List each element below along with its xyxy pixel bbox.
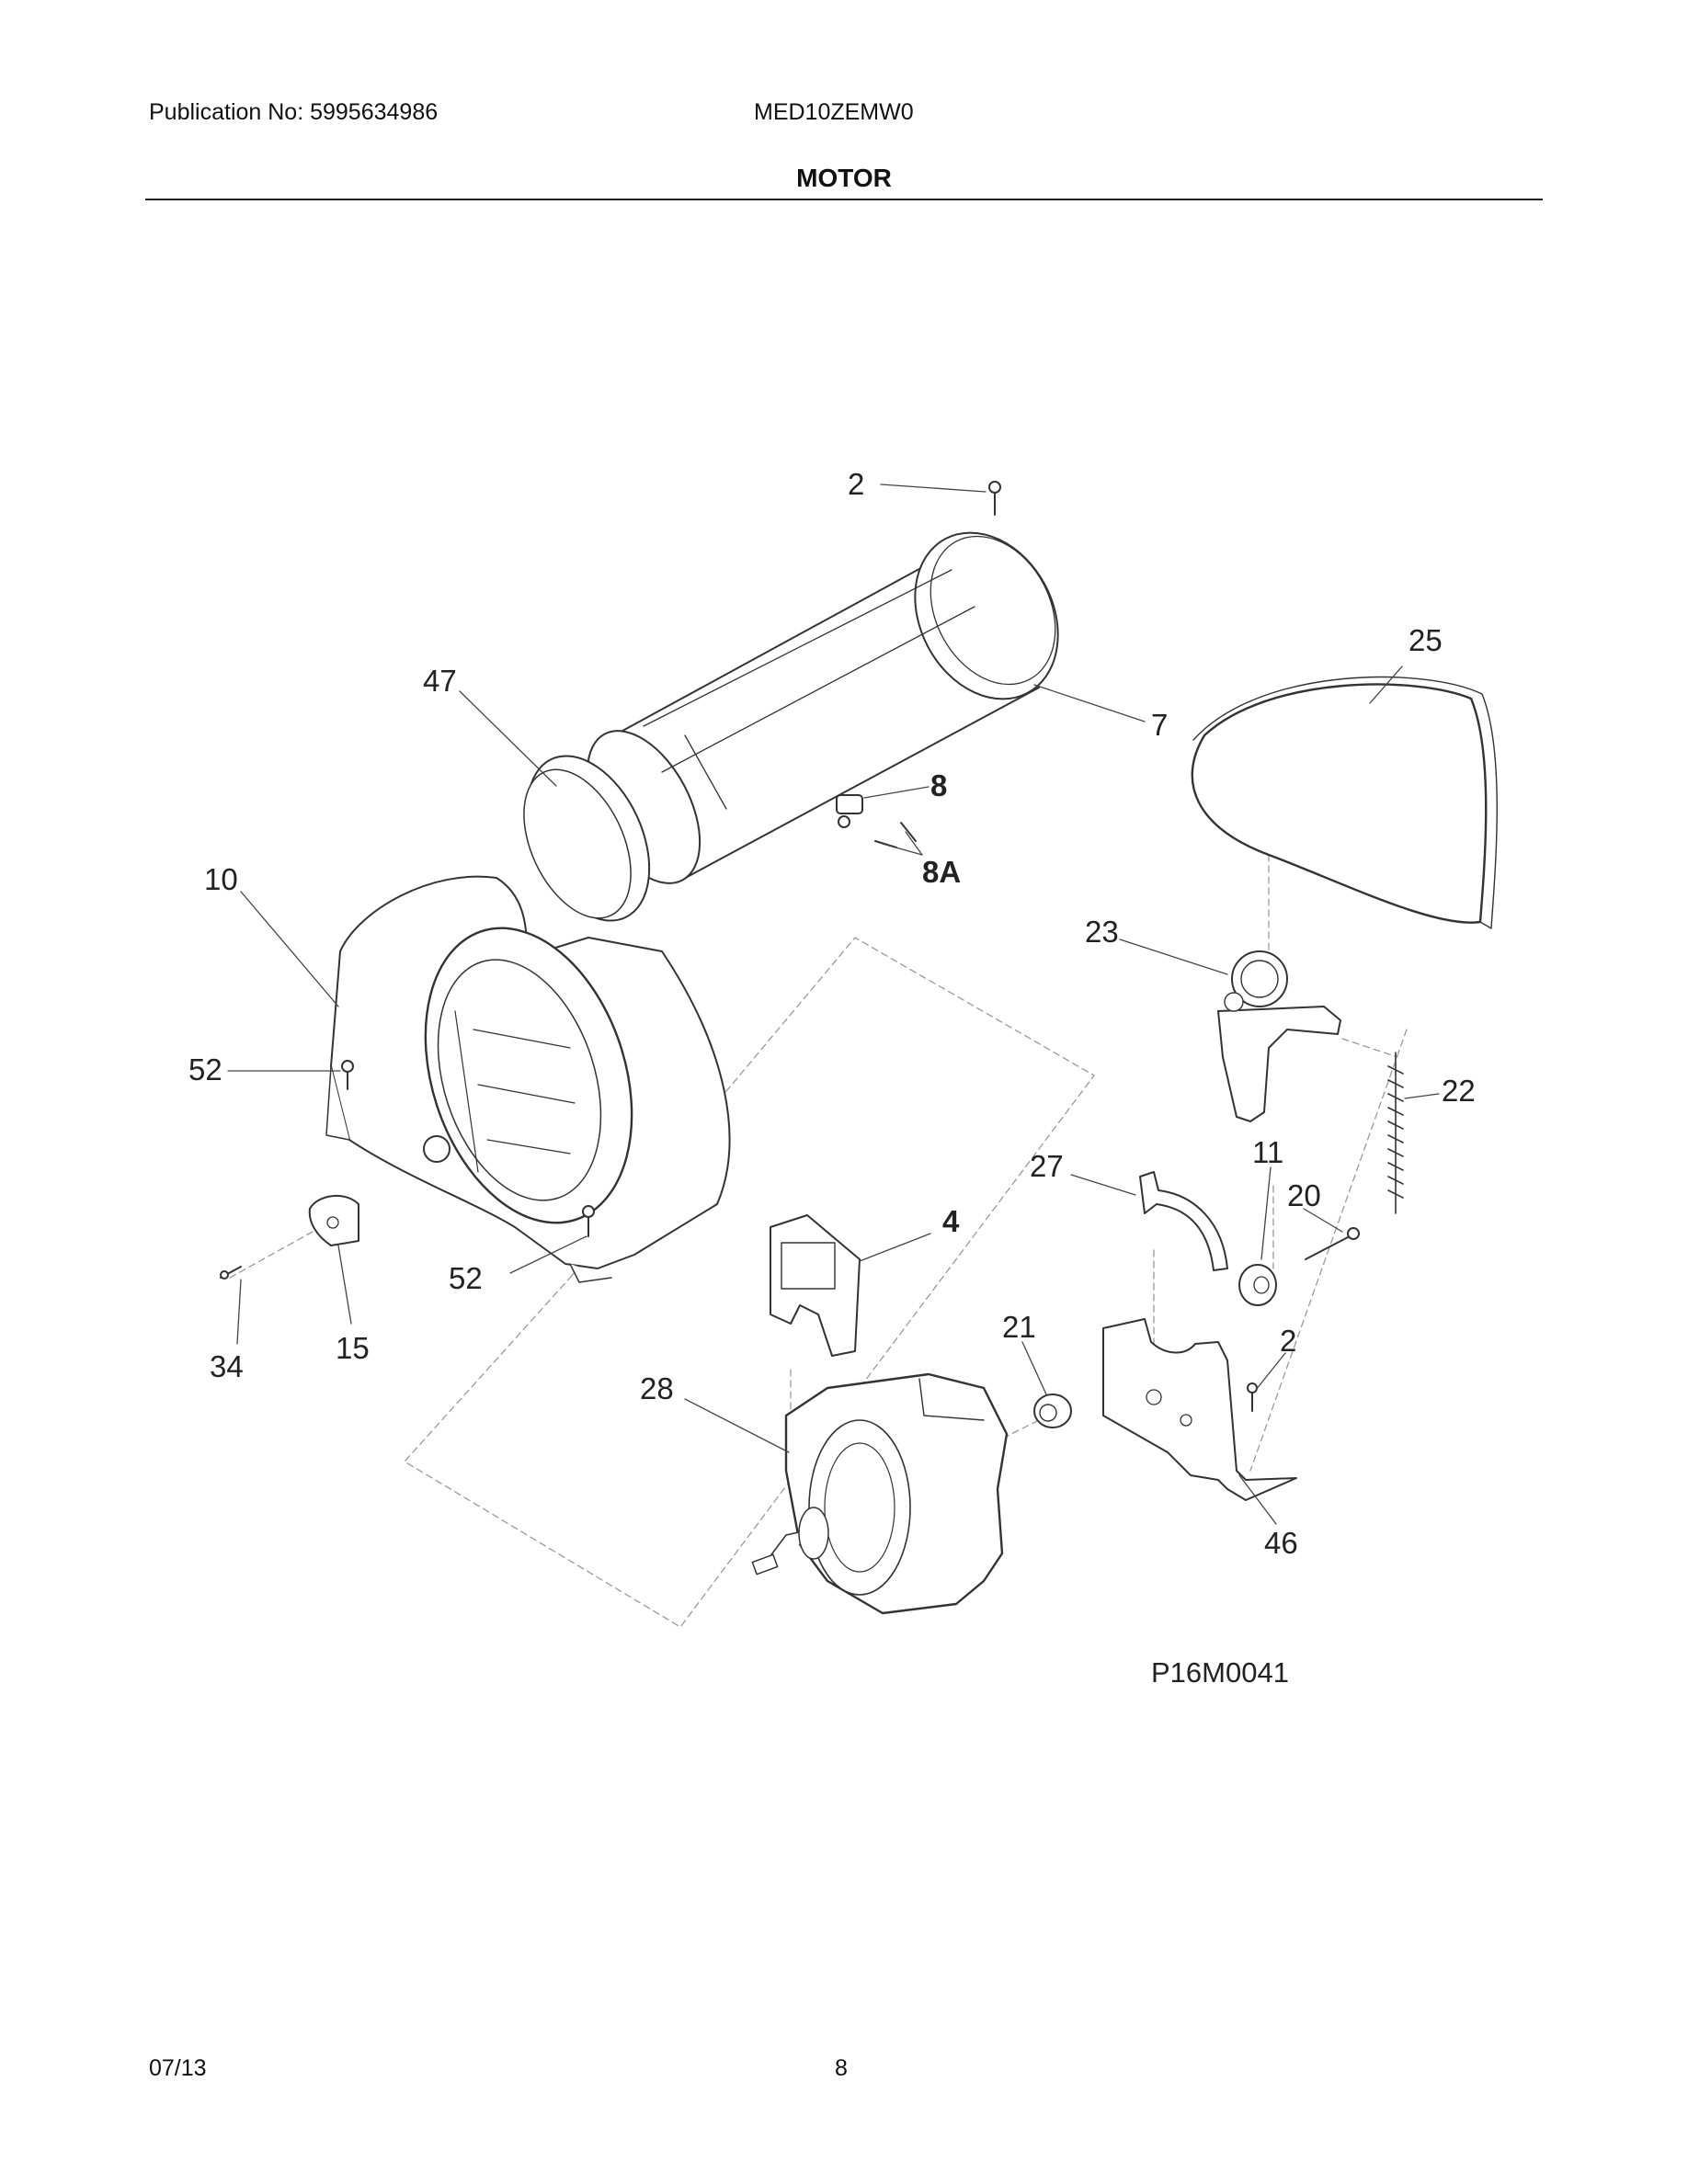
page-number: 8 [835, 2055, 848, 2081]
callout-8: 8 [930, 768, 947, 802]
callout-46: 46 [1264, 1526, 1298, 1560]
callout-11: 11 [1252, 1135, 1283, 1169]
callout-52-bottom: 52 [449, 1261, 483, 1295]
thermostat [836, 794, 917, 848]
header-divider [145, 199, 1543, 200]
bolt [1305, 1227, 1360, 1260]
callout-28: 28 [640, 1371, 674, 1405]
callout-52-left: 52 [188, 1052, 222, 1086]
tension-spring [1387, 1052, 1404, 1214]
clamp-ring [523, 755, 651, 922]
pulley-wheel [1238, 1264, 1277, 1306]
callout-20: 20 [1287, 1178, 1321, 1212]
callout-10: 10 [204, 862, 238, 896]
mounting-plate [1102, 1318, 1297, 1501]
section-title: MOTOR [796, 164, 892, 192]
callout-23: 23 [1085, 915, 1119, 949]
callout-4: 4 [942, 1204, 960, 1238]
screw-bracket [1247, 1382, 1258, 1412]
callout-leaders [227, 483, 1440, 1525]
idler-arm [1217, 950, 1341, 1122]
publication-number: Publication No: 5995634986 [149, 99, 439, 125]
callout-15: 15 [336, 1331, 370, 1365]
footer-date: 07/13 [149, 2055, 207, 2081]
motor-mount [770, 1214, 861, 1357]
housing-screw-bottom [582, 1205, 595, 1237]
callout-7: 7 [1151, 708, 1168, 742]
callout-25: 25 [1409, 623, 1443, 657]
callout-22: 22 [1442, 1074, 1476, 1108]
callout-34: 34 [210, 1349, 244, 1383]
drive-belt [1191, 676, 1498, 929]
callout-47: 47 [423, 664, 457, 698]
curved-bracket [1139, 1171, 1228, 1271]
callout-2-bracket: 2 [1280, 1324, 1296, 1358]
drive-motor [751, 1372, 1009, 1615]
motor-switch [308, 1194, 359, 1246]
screw-top [988, 481, 1001, 516]
motor-pulley [1033, 1393, 1072, 1428]
blower-housing [325, 875, 731, 1283]
callout-21: 21 [1002, 1310, 1036, 1344]
figure-code: P16M0041 [1151, 1656, 1289, 1689]
callout-2-top: 2 [848, 467, 864, 501]
model-number: MED10ZEMW0 [754, 99, 914, 125]
callout-8A: 8A [922, 855, 961, 889]
assembly-guide-lines [229, 790, 1408, 1628]
screw-small [220, 1266, 242, 1280]
housing-screw-left [341, 1060, 354, 1090]
callout-labels: 2 47 7 25 8 8A 10 23 52 22 11 27 20 4 52… [188, 467, 1476, 1560]
callout-27: 27 [1030, 1149, 1064, 1183]
